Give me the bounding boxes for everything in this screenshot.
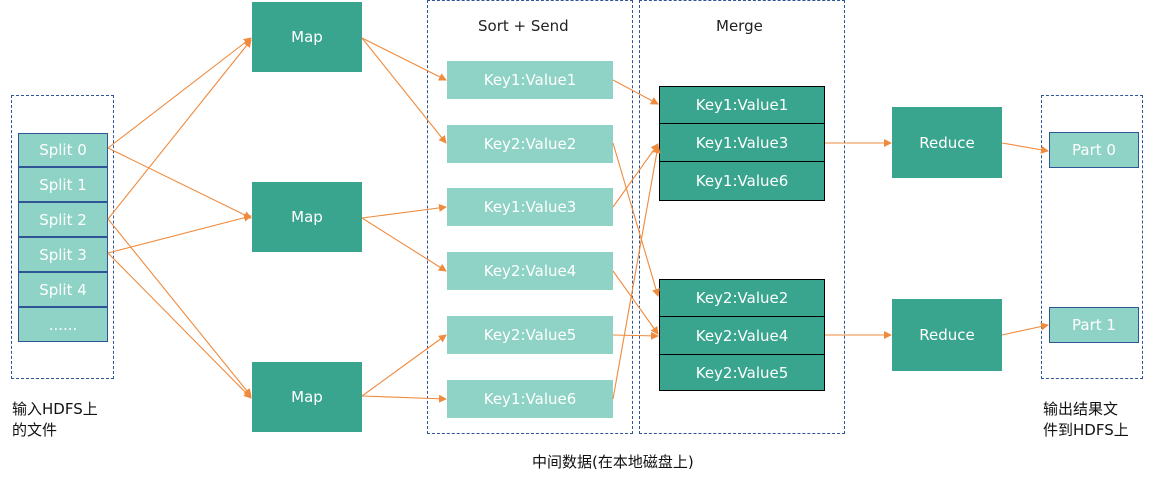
merge-item: Key1:Value3 (659, 123, 825, 162)
split-box: Split 1 (18, 167, 108, 202)
reduce-box: Reduce (892, 107, 1002, 178)
output-caption-line2: 件到HDFS上 (1043, 421, 1129, 439)
arrow-split3-map2 (107, 213, 252, 254)
split-box: Split 0 (18, 133, 108, 167)
arrow-split2-map1 (107, 39, 252, 220)
output-container (1041, 95, 1143, 379)
sort-send-item: Key1:Value6 (447, 380, 613, 418)
input-caption-line1: 输入HDFS上 (12, 400, 98, 418)
output-part: Part 0 (1049, 132, 1139, 168)
map-box: Map (252, 2, 362, 72)
merge-item: Key2:Value2 (659, 279, 825, 317)
merge-item: Key1:Value6 (659, 161, 825, 201)
map-box: Map (252, 182, 362, 252)
split-box: Split 3 (18, 237, 108, 272)
sort-send-item: Key2:Value4 (447, 252, 613, 290)
arrow-split2-map3 (107, 218, 252, 397)
intermediate-caption: 中间数据(在本地磁盘上) (532, 453, 694, 471)
output-part: Part 1 (1049, 307, 1139, 343)
arrow-split3-map3 (107, 252, 252, 399)
sort-send-title: Sort + Send (478, 17, 569, 35)
input-caption-line2: 的文件 (12, 421, 58, 439)
split-box: ...... (18, 307, 108, 342)
arrow-split0-map1 (107, 37, 252, 149)
sort-send-item: Key1:Value1 (447, 61, 613, 99)
sort-send-item: Key1:Value3 (447, 188, 613, 226)
reduce-box: Reduce (892, 299, 1002, 371)
map-box: Map (252, 362, 362, 432)
sort-send-item: Key2:Value2 (447, 125, 613, 163)
split-box: Split 4 (18, 272, 108, 307)
merge-item: Key2:Value4 (659, 316, 825, 355)
split-box: Split 2 (18, 202, 108, 237)
sort-send-item: Key2:Value5 (447, 316, 613, 354)
merge-item: Key1:Value1 (659, 86, 825, 124)
merge-item: Key2:Value5 (659, 354, 825, 391)
output-caption-line1: 输出结果文 (1043, 400, 1119, 418)
merge-title: Merge (716, 17, 763, 35)
arrow-split0-map2 (107, 147, 252, 219)
